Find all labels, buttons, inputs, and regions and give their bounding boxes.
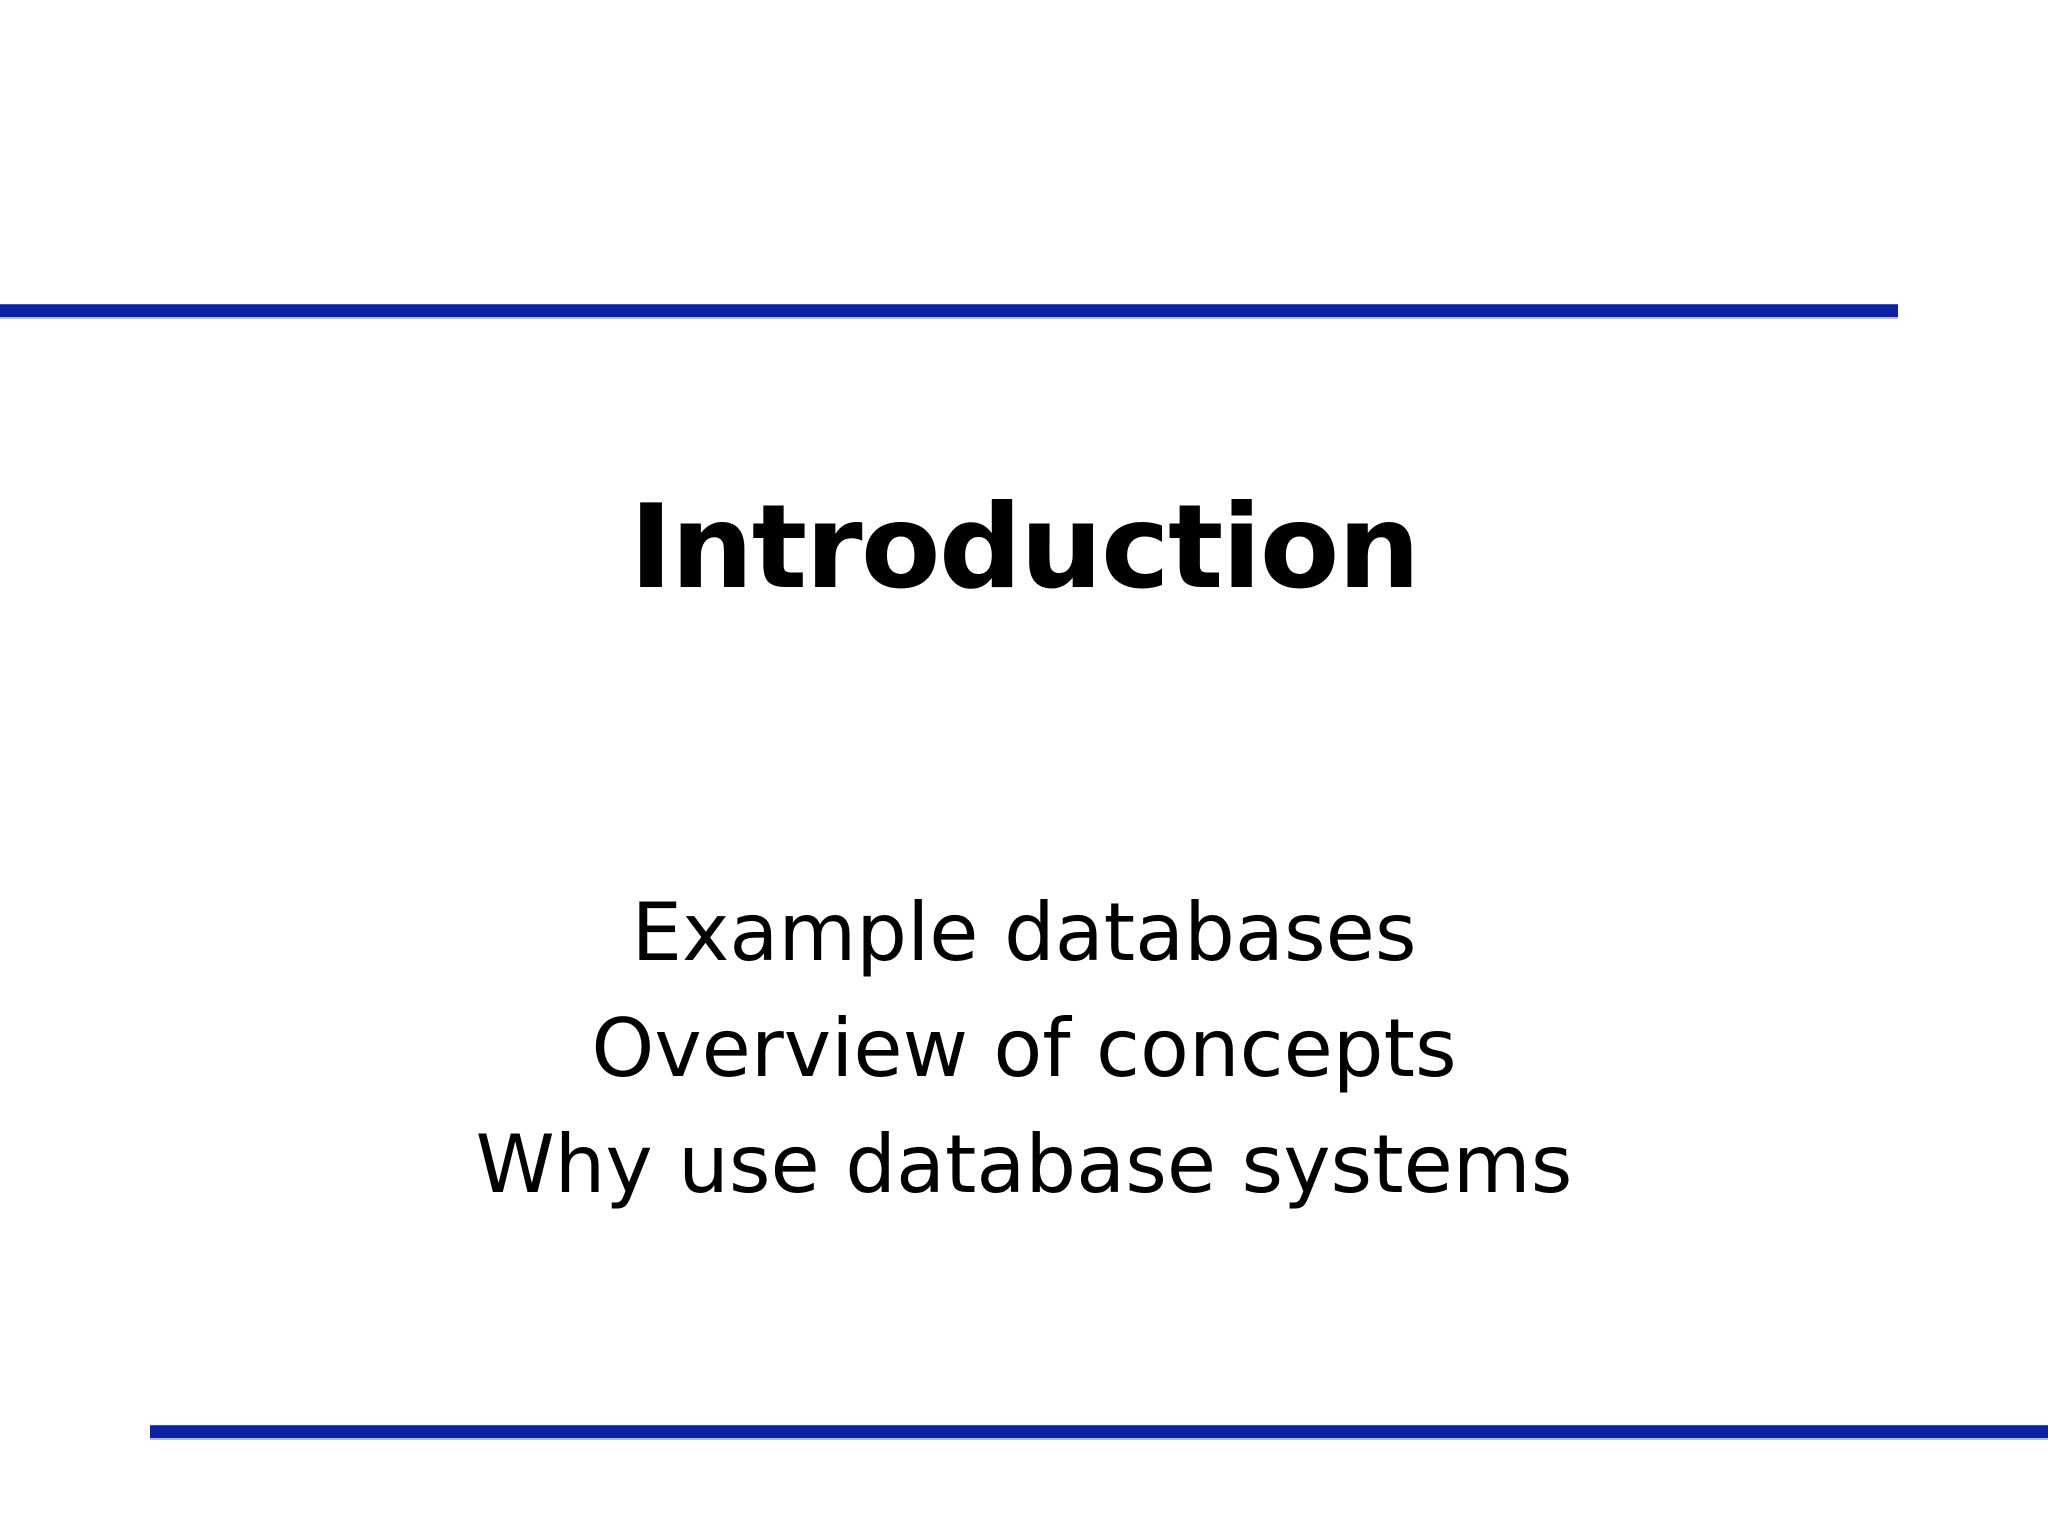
subtitle-line: Example databases (631, 886, 1417, 979)
slide-subtitle: Example databases Overview of concepts W… (0, 875, 2048, 1223)
subtitle-line: Overview of concepts (591, 1002, 1457, 1095)
subtitle-line: Why use database systems (475, 1118, 1573, 1211)
slide-title: Introduction (629, 480, 1420, 615)
top-accent-rule (0, 304, 1898, 319)
bottom-accent-rule (150, 1425, 2048, 1440)
